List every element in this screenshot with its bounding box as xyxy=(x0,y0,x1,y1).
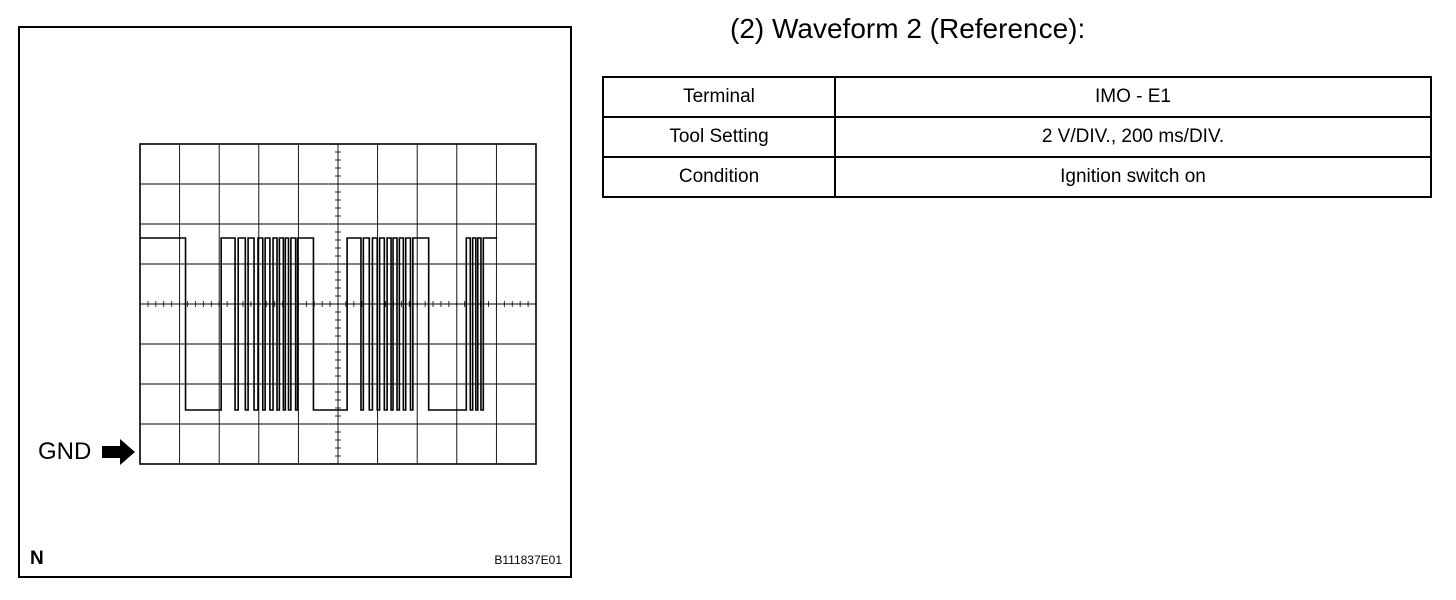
table-row: Condition Ignition switch on xyxy=(602,156,1432,198)
table-cell-value: 2 V/DIV., 200 ms/DIV. xyxy=(834,116,1432,158)
table-cell-key: Tool Setting xyxy=(602,116,836,158)
table-cell-key: Terminal xyxy=(602,76,836,118)
waveform-figure: GND N B111837E01 xyxy=(18,26,572,578)
corner-label: N xyxy=(30,548,44,569)
gnd-arrow-icon xyxy=(102,439,135,465)
gnd-label: GND xyxy=(38,438,92,465)
waveform-trace xyxy=(140,237,498,411)
section-title: (2) Waveform 2 (Reference): xyxy=(730,13,1086,44)
table-row: Terminal IMO - E1 xyxy=(602,76,1432,118)
table-row: Tool Setting 2 V/DIV., 200 ms/DIV. xyxy=(602,116,1432,158)
table-cell-value: Ignition switch on xyxy=(834,156,1432,198)
spec-table: Terminal IMO - E1 Tool Setting 2 V/DIV.,… xyxy=(602,76,1432,198)
figure-id: B111837E01 xyxy=(494,553,562,567)
table-cell-value: IMO - E1 xyxy=(834,76,1432,118)
oscilloscope-screen xyxy=(139,143,537,465)
table-cell-key: Condition xyxy=(602,156,836,198)
